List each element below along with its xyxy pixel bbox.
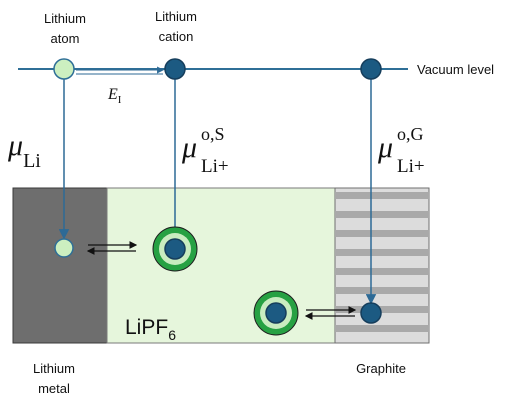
mu-g-symbol: μ (377, 131, 393, 164)
lithium-atom-label-line2: atom (51, 31, 80, 46)
mu-s-subscript: Li+ (201, 156, 229, 177)
mu-li-label: μLi (7, 129, 41, 172)
lithium-cation-vacuum-graphite (360, 58, 382, 80)
lithium-cation-label-line1: Lithium (155, 9, 197, 24)
graphite-label: Graphite (356, 361, 406, 376)
lithium-atom-vacuum (53, 58, 75, 80)
lithium-cation-vacuum (164, 58, 186, 80)
mu-g-subscript: Li+ (397, 156, 425, 177)
lithium-metal-block (12, 187, 108, 344)
lithium-metal-label-line1: Lithium (33, 361, 75, 376)
lithium-cation-in-graphite (360, 302, 382, 324)
lithium-atom-label-line1: Lithium (44, 11, 86, 26)
mu-s-superscript: o,S (201, 124, 225, 144)
mu-g-superscript: o,G (397, 124, 424, 144)
lithium-cation-label-line2: cation (159, 29, 194, 44)
mu-s-symbol: μ (181, 131, 197, 164)
lithium-atom-in-metal (54, 238, 74, 258)
vacuum-level-label: Vacuum level (417, 62, 494, 77)
lithium-metal-label-line2: metal (38, 381, 70, 396)
solvated-cation-upper (152, 226, 198, 272)
graphite-block (334, 187, 430, 344)
equilibrium-arrows-graphite (304, 306, 357, 320)
electrolyte-label: LiPF6 (125, 316, 176, 343)
ionization-energy-label: EI (107, 86, 122, 106)
equilibrium-arrows-metal (86, 241, 138, 255)
solvated-cation-lower (253, 290, 299, 336)
